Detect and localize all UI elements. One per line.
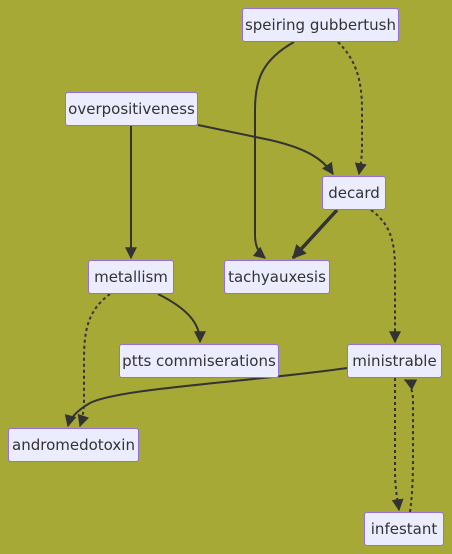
edge-speiring-to-decard	[337, 41, 367, 176]
edge-infestant-to-ministrable	[403, 379, 418, 513]
node-ministrable[interactable]: ministrable	[347, 344, 442, 378]
edge-ministrable-to-infestant	[391, 378, 404, 512]
edge-metallism-to-ptts	[157, 293, 206, 344]
edge-speiring-to-tachyauxesis	[252, 41, 295, 259]
node-decard[interactable]: decard	[322, 176, 386, 210]
edge-decard-to-ministrable	[370, 209, 401, 344]
node-andromedotoxin[interactable]: andromedotoxin	[8, 428, 139, 462]
node-overpositiveness[interactable]: overpositiveness	[65, 92, 198, 126]
node-ptts-commiserations[interactable]: ptts commiserations	[119, 344, 279, 378]
node-speiring-gubbertush[interactable]: speiring gubbertush	[242, 8, 399, 42]
edge-metallism-to-andromedotoxin	[77, 293, 111, 428]
edge-overpositiveness-to-decard	[197, 124, 334, 175]
node-infestant[interactable]: infestant	[364, 512, 444, 546]
edge-decard-to-tachyauxesis	[291, 208, 339, 260]
node-metallism[interactable]: metallism	[88, 260, 174, 294]
node-tachyauxesis[interactable]: tachyauxesis	[224, 260, 330, 294]
